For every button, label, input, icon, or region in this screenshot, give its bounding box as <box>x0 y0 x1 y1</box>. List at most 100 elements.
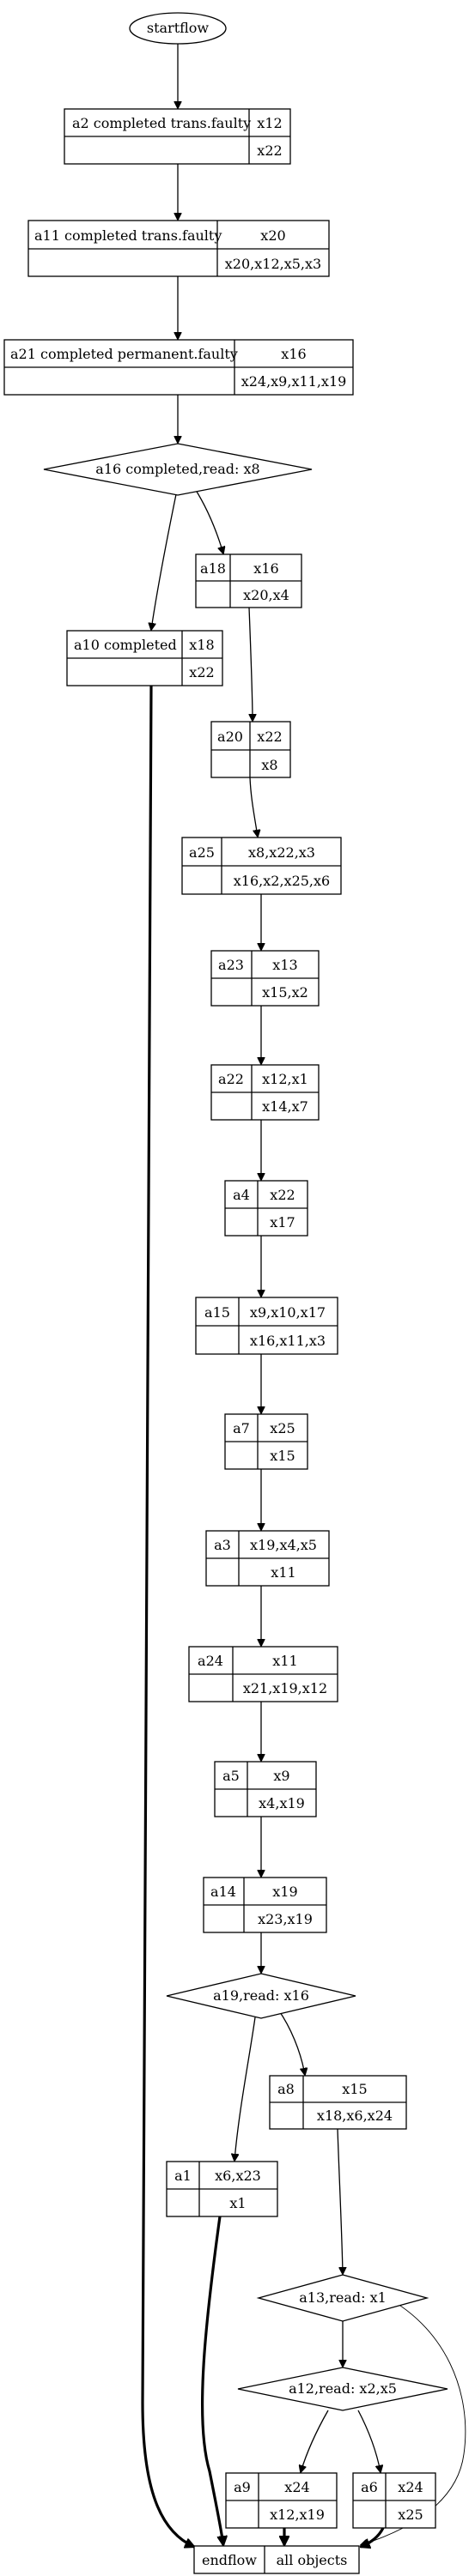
activity-a15: a15 x9,x10,x17 x16,x11,x3 <box>195 1297 338 1355</box>
end-node: endflow all objects <box>193 2545 360 2574</box>
decision-label: a13,read: x1 <box>299 2289 387 2306</box>
decision-label: a12,read: x2,x5 <box>289 2380 397 2397</box>
activity-a3: a3 x19,x4,x5 x11 <box>205 1530 330 1587</box>
activity-output: x18,x6,x24 <box>317 2107 393 2124</box>
edge-a20-a25 <box>249 777 258 837</box>
activity-label: a25 <box>189 844 215 861</box>
activity-label: a24 <box>198 1653 223 1669</box>
activity-a22: a22 x12,x1 x14,x7 <box>210 1064 320 1121</box>
decision-a16: a16 completed,read: x8 <box>43 443 313 496</box>
decision-a12: a12,read: x2,x5 <box>237 2367 448 2411</box>
edge-a16-a10 <box>151 493 177 630</box>
edge-a8-a13 <box>337 2128 343 2274</box>
activity-output: x24,x9,x11,x19 <box>241 373 347 390</box>
activity-input: x22 <box>257 729 282 745</box>
activity-a24: a24 x11 x21,x19,x12 <box>188 1646 338 1702</box>
activity-input: x25 <box>270 1420 295 1436</box>
activity-input: x22 <box>270 1187 295 1203</box>
activity-label: a2 completed trans.faulty <box>72 115 251 131</box>
activity-a1: a1 x6,x23 x1 <box>166 2161 278 2217</box>
activity-label: a21 completed permanent.faulty <box>10 346 238 362</box>
activity-output: x17 <box>270 1214 295 1231</box>
edge-a12-a9 <box>301 2410 329 2472</box>
activity-label: a5 <box>222 1768 240 1784</box>
activity-input: x24 <box>398 2479 423 2495</box>
activity-label: a7 <box>233 1420 250 1436</box>
activity-input: x9 <box>273 1768 289 1784</box>
activity-output: x16,x11,x3 <box>250 1333 326 1349</box>
activity-input: x12 <box>257 115 282 131</box>
activity-input: x16 <box>253 560 278 577</box>
activity-output: x21,x19,x12 <box>243 1680 327 1696</box>
activity-output: x20,x12,x5,x3 <box>225 256 321 272</box>
activity-label: a22 <box>218 1071 244 1087</box>
activity-input: x8,x22,x3 <box>248 844 315 861</box>
activity-a4: a4 x22 x17 <box>224 1180 308 1237</box>
edge-a10-endflow <box>141 685 194 2547</box>
activity-output: x15 <box>270 1448 295 1464</box>
edge-a19-a1 <box>234 2017 256 2161</box>
start-node: startflow <box>129 12 227 45</box>
activity-a11: a11 completed trans.faulty x20 x20,x12,x… <box>27 220 330 277</box>
activity-a7: a7 x25 x15 <box>224 1413 308 1470</box>
activity-output: x8 <box>261 757 277 773</box>
end-label: endflow <box>202 2552 257 2568</box>
start-ellipse <box>129 12 227 45</box>
edge-a6-endflow <box>361 2527 385 2547</box>
activity-label: a4 <box>233 1187 250 1203</box>
edge-a12-a6 <box>357 2410 381 2472</box>
activity-label: a6 <box>361 2479 378 2495</box>
activity-a5: a5 x9 x4,x19 <box>214 1761 317 1817</box>
activity-a20: a20 x22 x8 <box>210 721 291 778</box>
activity-a10: a10 completed x18 x22 <box>66 630 223 686</box>
activity-label: a3 <box>214 1537 231 1553</box>
decision-label: a19,read: x16 <box>213 1987 309 2004</box>
activity-output: x4,x19 <box>259 1795 305 1811</box>
activity-label: a11 completed trans.faulty <box>34 227 222 244</box>
activity-output: x11 <box>271 1564 295 1581</box>
edge-a16-a18 <box>193 487 223 553</box>
activity-a18: a18 x16 x20,x4 <box>195 553 302 608</box>
activity-label: a8 <box>277 2081 295 2097</box>
activity-a2: a2 completed trans.faulty x12 x22 <box>64 108 291 165</box>
decision-diamond <box>166 1973 356 2019</box>
activity-a21: a21 completed permanent.faulty x16 x24,x… <box>3 339 354 396</box>
activity-label: a1 <box>174 2168 192 2184</box>
activity-output: x20,x4 <box>243 587 289 603</box>
activity-input: x19 <box>272 1884 297 1900</box>
activity-output: x1 <box>229 2195 246 2211</box>
activity-a14: a14 x19 x23,x19 <box>203 1877 327 1933</box>
activity-input: x18 <box>189 637 214 653</box>
activity-input: x6,x23 <box>215 2168 261 2184</box>
decision-label: a16 completed,read: x8 <box>95 461 259 477</box>
decision-diamond <box>256 2274 429 2322</box>
activity-label: a23 <box>218 957 244 973</box>
decision-diamond <box>237 2367 448 2411</box>
activity-input: x13 <box>272 957 297 973</box>
activity-a23: a23 x13 x15,x2 <box>210 950 320 1007</box>
activity-a9: a9 x24 x12,x19 <box>225 2472 338 2529</box>
activity-input: x11 <box>272 1653 297 1669</box>
decision-diamond <box>43 443 313 496</box>
activity-input: x12,x1 <box>262 1071 308 1087</box>
activity-output: x22 <box>257 142 282 159</box>
activity-label: a14 <box>210 1884 236 1900</box>
activity-input: x24 <box>284 2479 309 2495</box>
activity-a8: a8 x15 x18,x6,x24 <box>269 2075 407 2130</box>
activity-output: x16,x2,x25,x6 <box>234 873 330 889</box>
activity-input: x20 <box>260 227 285 244</box>
activity-output: x15,x2 <box>262 984 308 1001</box>
edge-a1-endflow <box>200 2216 223 2545</box>
decision-a13: a13,read: x1 <box>256 2274 429 2322</box>
decision-a19: a19,read: x16 <box>166 1973 356 2019</box>
activity-output: x22 <box>189 664 214 680</box>
activity-a25: a25 x8,x22,x3 x16,x2,x25,x6 <box>181 837 342 895</box>
activity-label: a20 <box>217 729 243 745</box>
activity-output: x14,x7 <box>262 1098 308 1115</box>
edge-a19-a8 <box>277 2009 305 2075</box>
activity-output: x25 <box>398 2506 423 2523</box>
edge-a18-a20 <box>248 607 253 721</box>
activity-input: x9,x10,x17 <box>250 1304 326 1321</box>
activity-input: x16 <box>281 346 306 362</box>
